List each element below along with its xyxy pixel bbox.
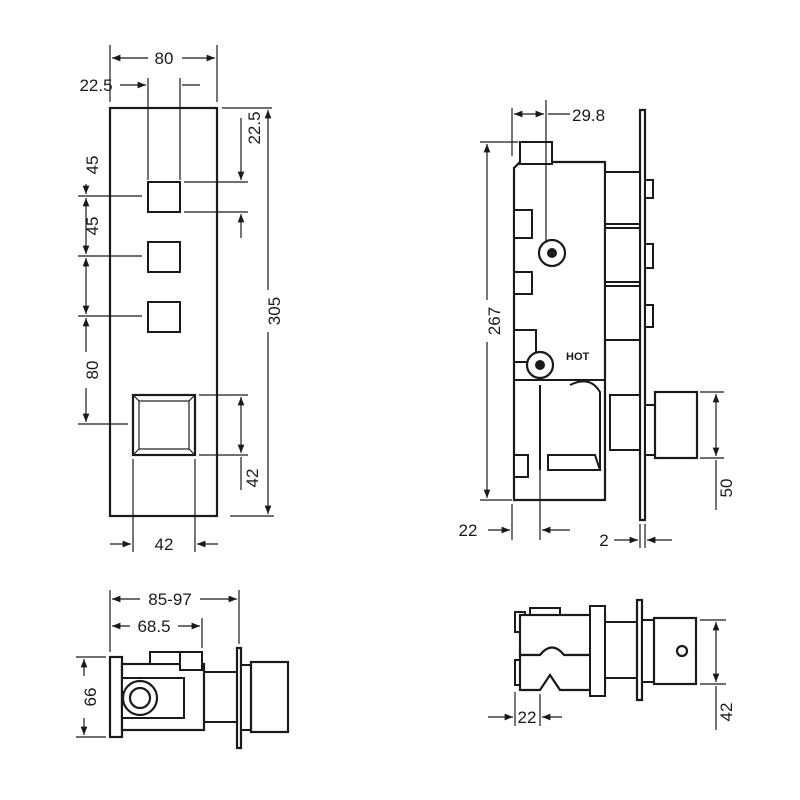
bottom-view-handle-dot xyxy=(675,644,689,658)
cartridge-3 xyxy=(604,285,641,341)
dim-45-spacing-1: 45 xyxy=(83,156,102,175)
bottom-view-handle xyxy=(652,616,698,686)
button-1 xyxy=(147,181,181,213)
dim-22-5-offset: 22.5 xyxy=(79,76,112,95)
dim-45-spacing-2: 45 xyxy=(83,217,102,236)
bottom-view-outlet xyxy=(518,646,607,692)
dim-22-bottom: 22 xyxy=(518,708,537,727)
spindle xyxy=(609,394,641,451)
top-view-handle xyxy=(249,660,290,734)
dim-29-8-depth: 29.8 xyxy=(572,106,605,125)
top-view-rear-plate xyxy=(108,655,124,739)
lug-2 xyxy=(513,271,533,295)
bottom-view-wall-plate xyxy=(635,598,644,702)
lug-3 xyxy=(513,329,537,363)
lug-4 xyxy=(513,454,529,478)
dim-22-side: 22 xyxy=(459,521,478,540)
bottom-view: 22 42 xyxy=(488,598,736,730)
side-view: HOT 29.8 267 50 22 xyxy=(459,100,736,550)
dim-267-height: 267 xyxy=(485,307,504,335)
handle-outer xyxy=(131,393,197,457)
dim-42-handle-height: 42 xyxy=(243,469,262,488)
dim-80-width: 80 xyxy=(155,49,174,68)
top-view: 85-97 68.5 66 xyxy=(76,590,290,750)
dim-22-5-top: 22.5 xyxy=(245,111,264,144)
handle-collar xyxy=(644,404,656,456)
front-view: 80 22.5 22.5 45 45 80 305 xyxy=(78,45,284,554)
handle-inner xyxy=(138,400,190,450)
handle xyxy=(653,390,699,460)
dim-85-97-depth: 85-97 xyxy=(148,590,191,609)
dim-50-handle-height: 50 xyxy=(717,479,736,498)
stub-2 xyxy=(644,243,654,269)
stub-1 xyxy=(644,179,654,199)
dim-42-handle-width: 42 xyxy=(155,535,174,554)
dim-42-bottom-height: 42 xyxy=(717,703,736,722)
button-2 xyxy=(147,241,181,273)
top-inlet xyxy=(519,141,553,165)
wall-plate xyxy=(638,108,647,522)
hot-label: HOT xyxy=(566,351,590,363)
dim-2-plate: 2 xyxy=(599,531,608,550)
button-3 xyxy=(147,301,181,333)
lug-1 xyxy=(513,209,533,239)
dim-80-spacing: 80 xyxy=(83,361,102,380)
dim-66-height: 66 xyxy=(81,688,100,707)
dim-305-height: 305 xyxy=(265,297,284,325)
stub-3 xyxy=(644,304,654,328)
cartridge-2 xyxy=(604,227,641,283)
cartridge-1 xyxy=(604,171,641,225)
dim-68-5-depth: 68.5 xyxy=(137,617,170,636)
